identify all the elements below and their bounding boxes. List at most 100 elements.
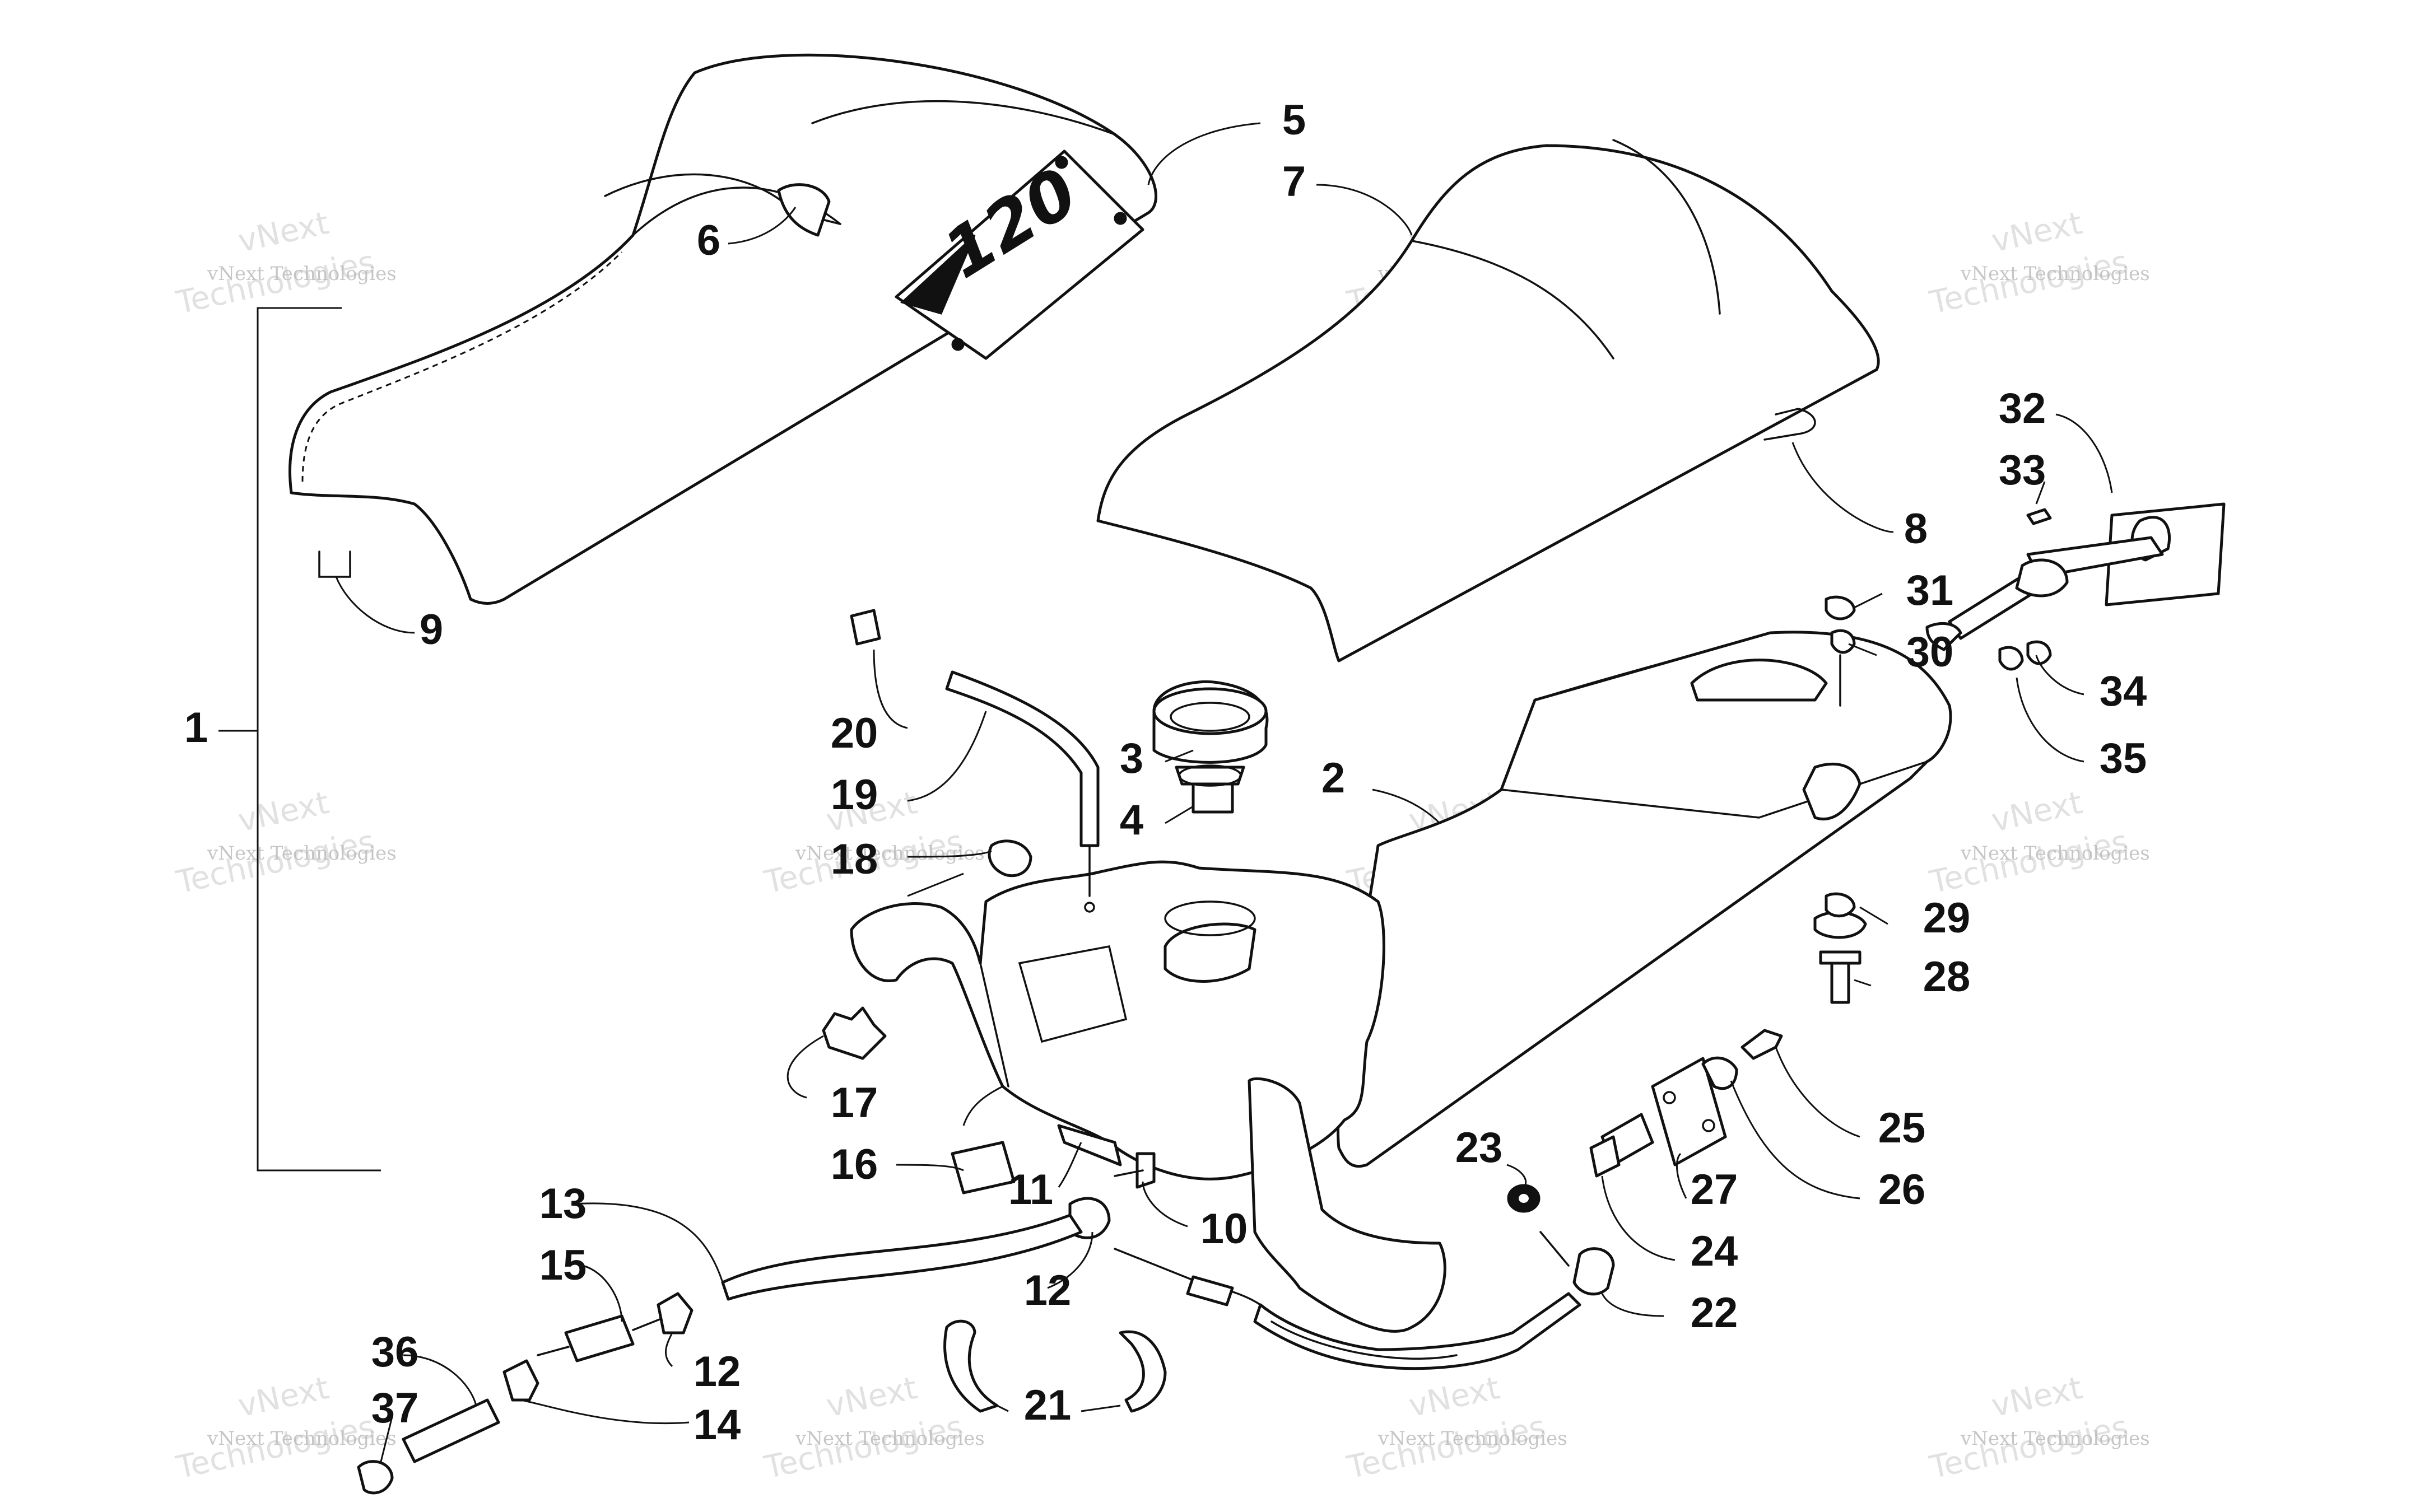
watermark-text: vNext Technologies xyxy=(795,842,985,865)
grommet xyxy=(988,839,1032,878)
fuel-hose-short xyxy=(402,1398,500,1463)
callout-12-lower: 12 xyxy=(694,1348,741,1396)
watermark-text: vNext Technologies xyxy=(795,1427,985,1450)
watermark-tile: vNext Technologies vNext Technologies xyxy=(173,205,396,321)
switch-body xyxy=(1589,1135,1621,1178)
watermark-tile: vNext Technologies vNext Technologies xyxy=(1343,1370,1567,1486)
washer-hole xyxy=(1519,1194,1529,1203)
callout-18: 18 xyxy=(831,836,878,883)
callout-20: 20 xyxy=(831,710,878,757)
seat xyxy=(1096,139,1880,662)
watermark-text: vNext xyxy=(1988,205,2086,260)
hose-clamp xyxy=(502,1359,539,1402)
callout-7: 7 xyxy=(1282,158,1306,206)
washer xyxy=(1830,629,1856,654)
fitting-line xyxy=(1114,1169,1144,1177)
lanyard-pin xyxy=(2026,508,2052,525)
switch-nut xyxy=(1701,1056,1738,1090)
callout-3: 3 xyxy=(1120,735,1143,782)
callout-13: 13 xyxy=(539,1180,587,1228)
callout-34: 34 xyxy=(2100,668,2147,715)
callout-23: 23 xyxy=(1455,1124,1503,1172)
watermark-text: vNext xyxy=(823,1370,920,1425)
watermark-tile: vNext Technologies vNext Technologies xyxy=(173,785,396,901)
callout-9: 9 xyxy=(420,606,443,654)
watermark-text: Technologies xyxy=(173,823,378,901)
callout-22: 22 xyxy=(1691,1289,1738,1337)
callout-5: 5 xyxy=(1282,96,1306,144)
watermark-tile: vNext Technologies vNext Technologies xyxy=(1926,205,2149,321)
callout-27: 27 xyxy=(1691,1166,1738,1214)
vent-port xyxy=(1084,902,1095,913)
watermark-text: vNext xyxy=(1988,785,2086,839)
watermark-text: vNext Technologies xyxy=(207,263,397,285)
hose-bracket xyxy=(850,609,881,646)
callout-8: 8 xyxy=(1904,505,1928,553)
callout-28: 28 xyxy=(1923,953,1971,1001)
callout-21: 21 xyxy=(1024,1382,1072,1429)
seat-tab xyxy=(777,183,831,237)
watermark-text: vNext Technologies xyxy=(207,1427,397,1450)
callout-36: 36 xyxy=(371,1328,419,1376)
callout-37: 37 xyxy=(371,1384,419,1432)
watermark-text: vNext Technologies xyxy=(207,842,397,865)
callout-12-upper: 12 xyxy=(1024,1267,1072,1314)
watermark-text: vNext Technologies xyxy=(1960,263,2150,285)
bolt-head xyxy=(1819,950,1861,965)
plate-hole xyxy=(1702,1119,1715,1132)
seat-clip xyxy=(318,550,351,578)
callout-10: 10 xyxy=(1200,1205,1248,1253)
hose-clamp xyxy=(657,1292,694,1334)
seat-with-120-graphic: 120 xyxy=(288,53,1157,605)
filter-nipple xyxy=(537,1346,570,1356)
band-clamp xyxy=(943,1319,999,1413)
hose-connector xyxy=(357,1460,394,1495)
nut xyxy=(1998,646,2024,671)
callout-24: 24 xyxy=(1691,1228,1738,1275)
watermark-text: vNext Technologies xyxy=(1960,1427,2150,1450)
watermark-text: vNext xyxy=(235,205,332,260)
seat-assembly-bracket xyxy=(218,307,381,1172)
fuel-cap xyxy=(1152,680,1269,814)
watermark-text: Technologies xyxy=(173,244,378,321)
callout-11: 11 xyxy=(1008,1166,1053,1214)
watermark-tile: vNext Technologies vNext Technologies xyxy=(1926,785,2149,901)
fastener-dot xyxy=(951,338,965,351)
washer xyxy=(2026,640,2052,665)
nut xyxy=(1825,892,1856,918)
watermark-text: Technologies xyxy=(173,1408,378,1486)
ignition-key xyxy=(1740,1029,1783,1060)
filter-nipple xyxy=(632,1318,662,1331)
watermark-text: vNext xyxy=(1406,1370,1503,1425)
cable-nut xyxy=(1572,1247,1615,1296)
callout-25: 25 xyxy=(1878,1104,1926,1152)
fastener-dot xyxy=(1114,212,1127,225)
watermark-text: vNext xyxy=(235,1370,332,1425)
tether-switch xyxy=(1925,502,2226,651)
fuel-tank xyxy=(850,631,1952,1333)
callout-16: 16 xyxy=(831,1141,878,1188)
watermark-text: Technologies xyxy=(1926,823,2131,901)
callout-14: 14 xyxy=(694,1401,741,1449)
callout-6: 6 xyxy=(697,217,720,264)
watermark-text: Technologies xyxy=(1926,244,2131,321)
watermark-text: Technologies xyxy=(1343,1408,1548,1486)
band-clamp xyxy=(1119,1330,1167,1413)
seat-clip xyxy=(1763,408,1816,441)
callout-17: 17 xyxy=(831,1079,878,1127)
callout-29: 29 xyxy=(1923,894,1971,942)
fuel-line xyxy=(721,1214,1083,1301)
watermark-text: Technologies xyxy=(1926,1408,2131,1486)
callout-19: 19 xyxy=(831,771,878,819)
watermark-text: vNext Technologies xyxy=(1377,1427,1567,1450)
callout-32: 32 xyxy=(1999,385,2046,432)
leader-lines xyxy=(335,122,2113,1462)
callout-labels: 1 2 3 4 5 6 7 8 9 10 11 12 12 13 14 15 1… xyxy=(184,96,2147,1449)
callout-33: 33 xyxy=(1999,446,2046,494)
callout-2: 2 xyxy=(1321,754,1345,802)
nut xyxy=(1825,595,1856,620)
plate-hole xyxy=(1663,1091,1676,1104)
washer-leader xyxy=(1539,1231,1570,1267)
watermark-text: vNext xyxy=(1988,1370,2086,1425)
